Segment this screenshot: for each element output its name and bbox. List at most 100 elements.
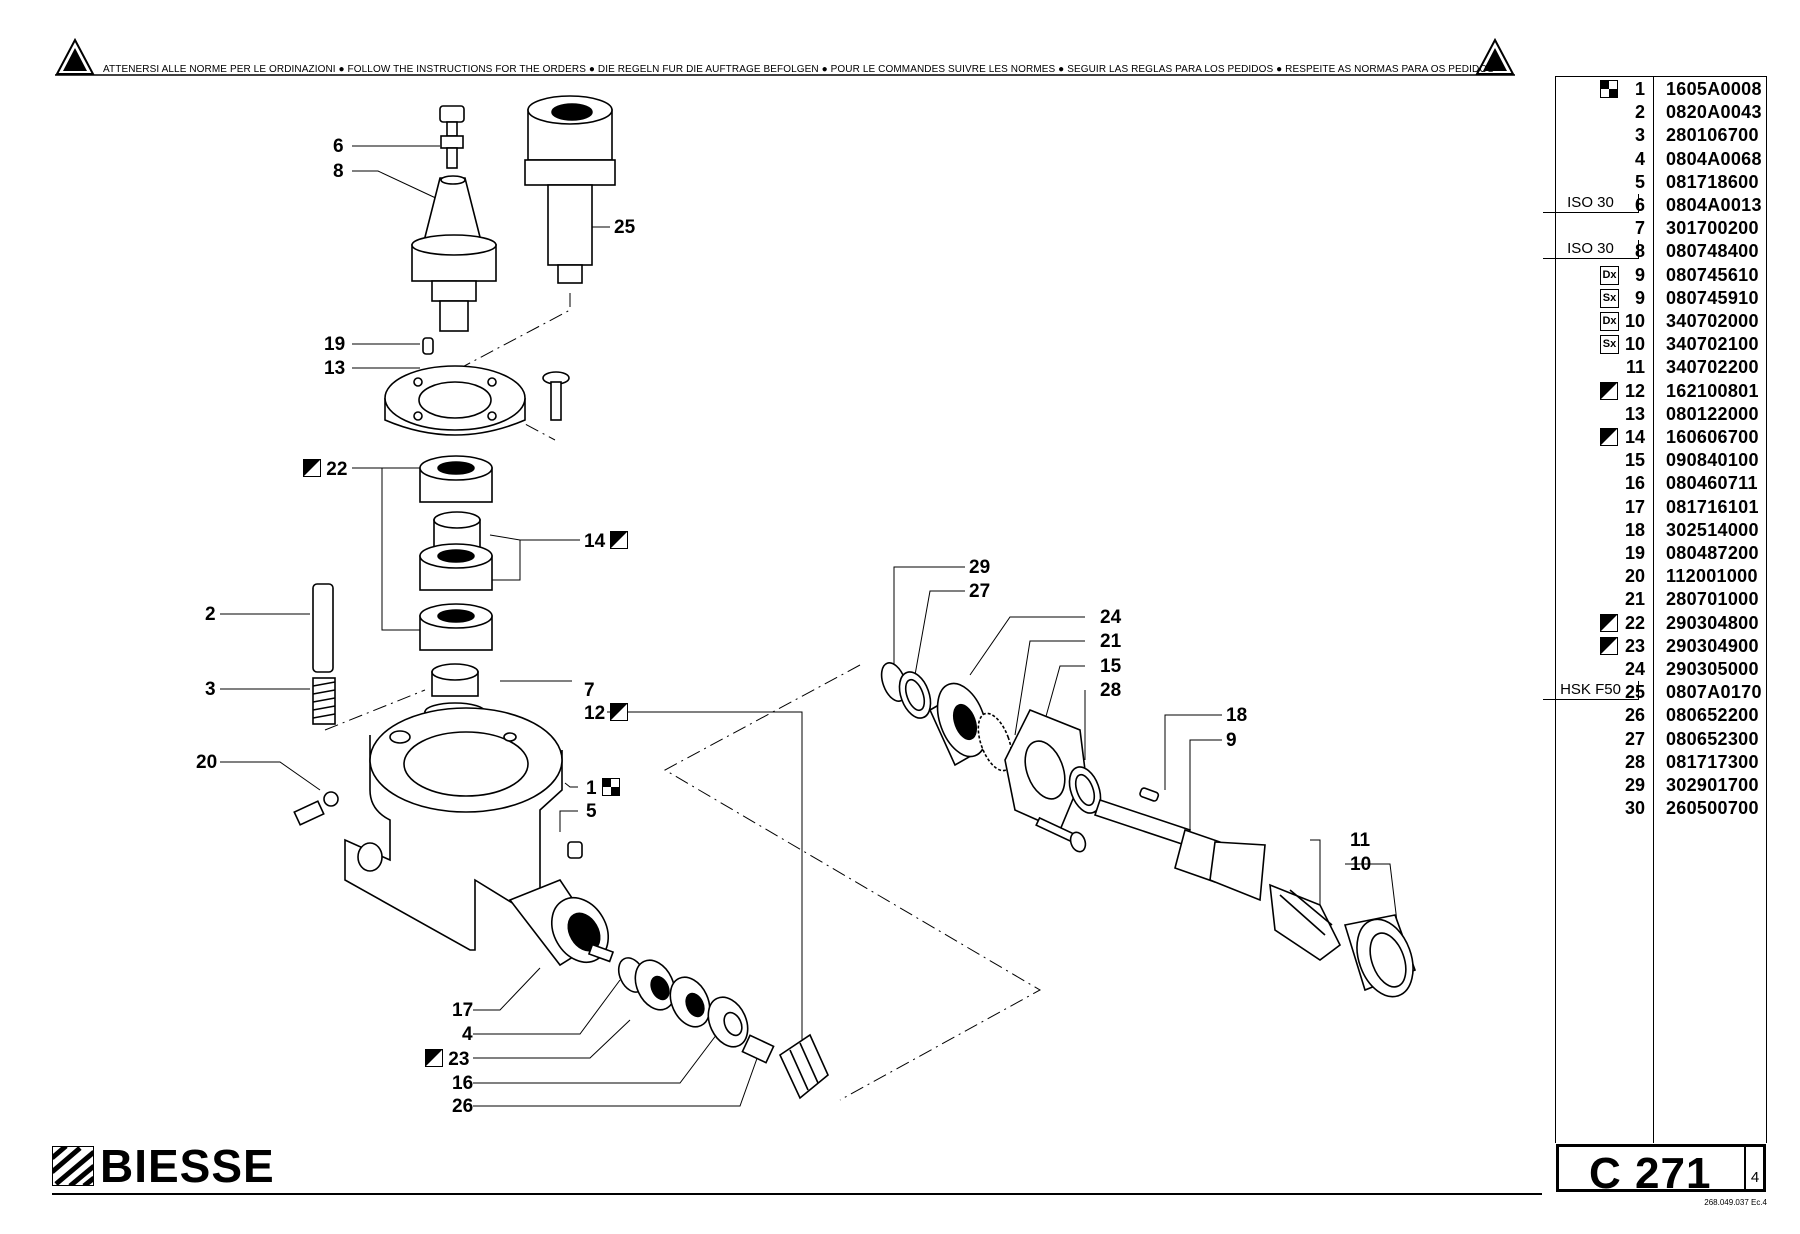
callout-3: 3 <box>205 679 216 700</box>
part-code: 280106700 <box>1666 125 1759 146</box>
parts-list-row: 12 162100801 <box>1556 380 1766 403</box>
part-number: 7 <box>1634 218 1645 239</box>
part-number: 23 <box>1624 635 1645 656</box>
callout-24: 24 <box>1100 607 1122 628</box>
part-number: 9 <box>1634 264 1645 285</box>
nut-part-7 <box>431 663 479 697</box>
key-part-19 <box>422 337 434 355</box>
part-code: 080460711 <box>1666 473 1758 494</box>
iso-cone-part-8 <box>411 175 497 332</box>
part-number: 27 <box>1624 728 1645 749</box>
special-part-mark-icon <box>610 531 629 549</box>
parts-list-row: 21 280701000 <box>1556 588 1766 611</box>
callout-29: 29 <box>969 557 991 578</box>
part-code: 280701000 <box>1666 589 1759 610</box>
parts-list-row: 1 1605A0008 <box>1556 78 1766 101</box>
part-number: 11 <box>1625 357 1645 378</box>
part-code: 080745610 <box>1666 264 1759 285</box>
part-code: 112001000 <box>1666 566 1758 587</box>
part-code: 0807A0170 <box>1666 682 1762 703</box>
spindle-part-9 <box>1093 798 1266 902</box>
part-code: 080487200 <box>1666 543 1759 563</box>
part-number: 17 <box>1624 496 1645 517</box>
part-code: 1605A0008 <box>1666 79 1762 99</box>
hsk-taper-part-25 <box>524 95 616 284</box>
flange-part-15 <box>1004 708 1086 832</box>
callout-20: 20 <box>196 752 218 773</box>
part-code: 090840100 <box>1666 450 1759 471</box>
callout-6: 6 <box>333 136 344 157</box>
part-number: 28 <box>1624 751 1645 772</box>
axis-lines <box>324 293 1042 1101</box>
leader-lines-right <box>893 566 1399 931</box>
variant-tag: ISO 30 <box>1543 240 1639 260</box>
part-number: 14 <box>1624 427 1645 447</box>
part-code: 081717300 <box>1666 751 1759 772</box>
part-code: 340702200 <box>1666 357 1759 378</box>
grub-screw-part-20 <box>293 791 339 826</box>
brand-name: BIESSE <box>100 1140 275 1192</box>
callout-22: 22 <box>303 459 347 479</box>
key-part-18 <box>1139 787 1160 802</box>
part-number: 29 <box>1624 775 1645 795</box>
ring-part-21 <box>977 712 1013 772</box>
callout-12: 12 <box>584 703 629 723</box>
part-number: 1 <box>1634 79 1645 99</box>
callout-8: 8 <box>333 161 344 182</box>
callout-18: 18 <box>1226 705 1248 726</box>
callout-23: 23 <box>425 1049 469 1069</box>
part-code: 081718600 <box>1666 171 1759 192</box>
part-number: 9 <box>1634 287 1645 308</box>
spring-part-3 <box>312 677 336 725</box>
callout-15: 15 <box>1100 656 1122 677</box>
part-number: 26 <box>1624 705 1645 726</box>
biesse-logo-icon <box>52 1146 94 1186</box>
special-part-mark-icon <box>1600 428 1618 446</box>
callout-22-label: 22 <box>326 459 348 480</box>
pull-stud-part-6 <box>439 105 465 169</box>
document-reference: 268.049.037 Ec.4 <box>1704 1198 1767 1207</box>
flange-part-13 <box>384 365 526 436</box>
parts-list-row: 11 340702200 <box>1556 356 1766 379</box>
part-number: 10 <box>1624 311 1645 331</box>
callout-16: 16 <box>452 1073 474 1094</box>
gearbox-housing-part-1 <box>344 707 563 951</box>
variant-tag: ISO 30 <box>1543 194 1639 213</box>
part-number: 10 <box>1624 334 1645 355</box>
part-number: 21 <box>1624 589 1645 610</box>
part-code: 080745910 <box>1666 287 1759 308</box>
callout-5: 5 <box>586 801 597 822</box>
part-code: 340702000 <box>1666 311 1759 331</box>
special-part-mark-icon <box>1600 381 1618 400</box>
part-code: 162100801 <box>1666 380 1759 401</box>
side-tag: Dx <box>1600 265 1619 285</box>
special-part-mark-icon <box>610 703 629 721</box>
leader-lines <box>220 145 803 1107</box>
variant-tag: HSK F50 <box>1543 681 1639 701</box>
part-number: 16 <box>1624 473 1645 494</box>
part-number: 12 <box>1624 380 1645 401</box>
callout-13: 13 <box>324 358 346 379</box>
bevel-gear-part-26 <box>778 1033 829 1100</box>
screw-part-30 <box>542 371 570 421</box>
part-code: 340702100 <box>1666 334 1759 355</box>
part-code: 0804A0013 <box>1666 195 1762 215</box>
callout-21: 21 <box>1100 631 1122 652</box>
collet-nut-part-10 <box>1343 914 1417 998</box>
complete-assembly-mark-icon <box>601 778 620 796</box>
callout-17: 17 <box>452 1000 474 1021</box>
parts-list-row: Dx 9 080745610 <box>1556 264 1766 287</box>
